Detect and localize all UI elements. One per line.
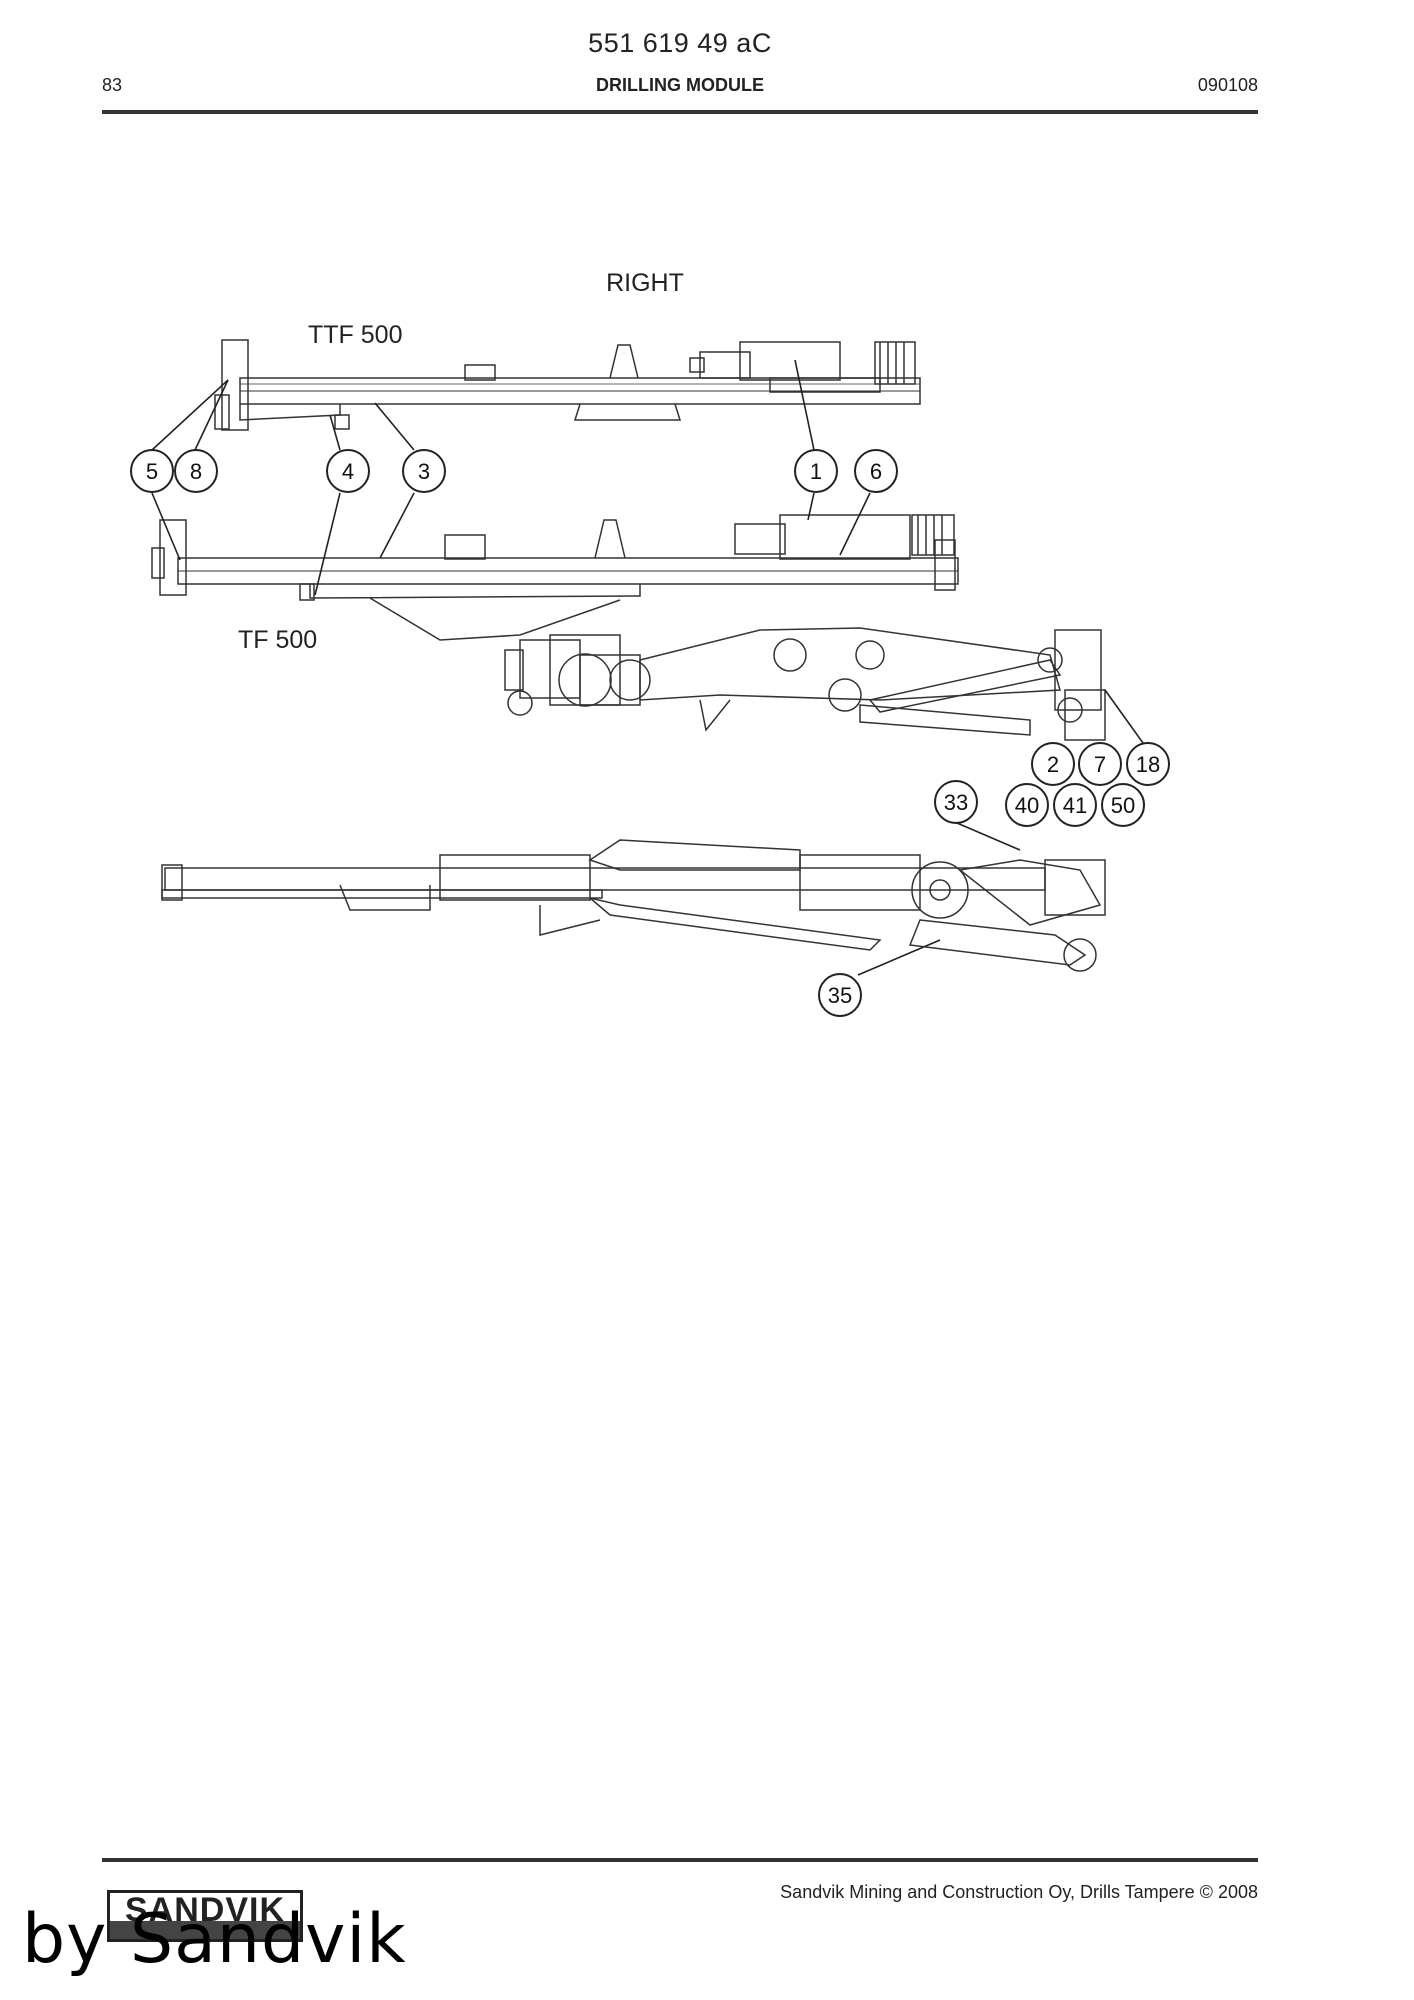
callout-35: 35 xyxy=(818,973,862,1017)
callout-6: 6 xyxy=(854,449,898,493)
callout-2: 2 xyxy=(1031,742,1075,786)
tf500-feed-drawing xyxy=(151,514,959,641)
callout-41: 41 xyxy=(1053,783,1097,827)
boom-upper-drawing xyxy=(504,627,1106,741)
callout-4: 4 xyxy=(326,449,370,493)
svg-text:5: 5 xyxy=(146,459,158,484)
svg-text:18: 18 xyxy=(1136,752,1160,777)
callout-leaders xyxy=(151,359,1149,976)
svg-text:6: 6 xyxy=(870,459,882,484)
svg-text:33: 33 xyxy=(944,790,968,815)
page-number: 83 xyxy=(102,75,123,95)
callout-5: 5 xyxy=(130,449,174,493)
section-title: DRILLING MODULE xyxy=(596,75,764,95)
feed-upper-label: TTF 500 xyxy=(308,321,402,349)
svg-text:40: 40 xyxy=(1015,793,1039,818)
callout-50: 50 xyxy=(1101,783,1145,827)
callout-40: 40 xyxy=(1005,783,1049,827)
watermark-text: by Sandvik xyxy=(22,1900,407,1979)
feed-lower-label: TF 500 xyxy=(238,626,317,654)
callout-7: 7 xyxy=(1078,742,1122,786)
callout-18: 18 xyxy=(1126,742,1170,786)
svg-text:41: 41 xyxy=(1063,793,1087,818)
boom-side-view-drawing xyxy=(161,839,1106,972)
callout-33: 33 xyxy=(934,780,978,824)
callout-8: 8 xyxy=(174,449,218,493)
svg-text:2: 2 xyxy=(1047,752,1059,777)
svg-text:3: 3 xyxy=(418,459,430,484)
callout-3: 3 xyxy=(402,449,446,493)
logo-band xyxy=(110,1921,300,1939)
view-label: RIGHT xyxy=(606,269,684,297)
footer-company: Sandvik Mining and Construction Oy, Dril… xyxy=(780,1882,1258,1902)
header-rule xyxy=(102,110,1258,114)
svg-text:7: 7 xyxy=(1094,752,1106,777)
svg-text:35: 35 xyxy=(828,983,852,1008)
callout-1: 1 xyxy=(794,449,838,493)
sandvik-logo: SANDVIK xyxy=(107,1890,303,1942)
logo-text: SANDVIK xyxy=(124,1891,286,1929)
footer-rule xyxy=(102,1858,1258,1862)
document-date: 090108 xyxy=(1197,75,1258,95)
ttf500-feed-drawing xyxy=(214,339,921,431)
svg-text:1: 1 xyxy=(810,459,822,484)
svg-text:50: 50 xyxy=(1111,793,1135,818)
svg-text:8: 8 xyxy=(190,459,202,484)
svg-text:4: 4 xyxy=(342,459,354,484)
document-number: 551 619 49 aC xyxy=(588,28,772,58)
